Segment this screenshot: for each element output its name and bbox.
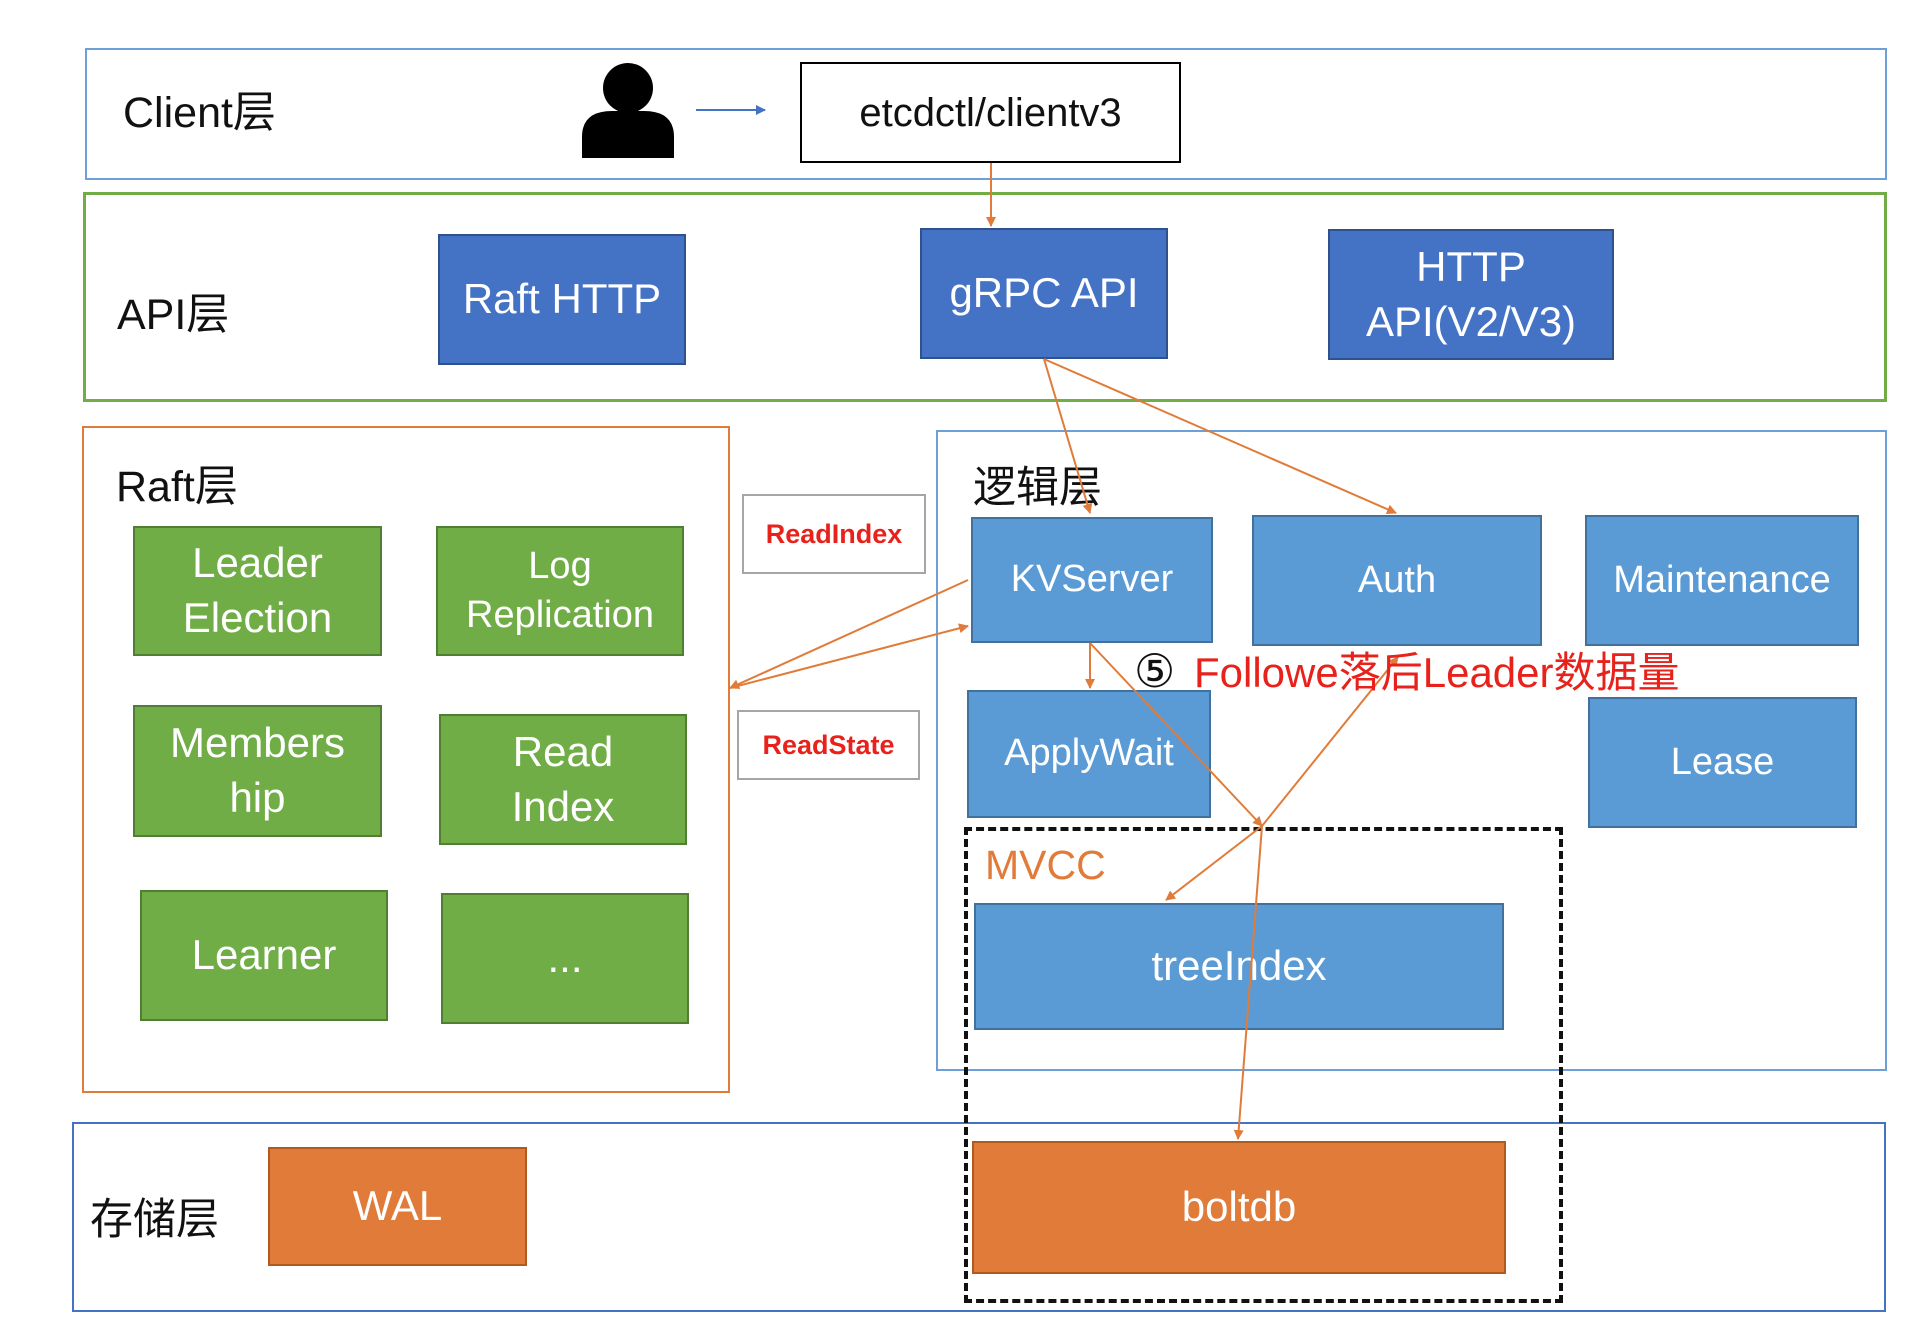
- raft-module-learner: Learner: [140, 890, 388, 1021]
- logic-layer-label: 逻辑层: [973, 464, 1102, 512]
- raft-layer-label: Raft层: [116, 463, 238, 511]
- applywait-box: ApplyWait: [967, 690, 1211, 818]
- step-number-icon: ⑤: [1134, 644, 1176, 698]
- logic-layer: [936, 430, 1887, 1071]
- storage-layer: [72, 1122, 1886, 1312]
- annotation-text: Followe落后Leader数据量: [1194, 649, 1680, 696]
- maintenance-box: Maintenance: [1585, 515, 1859, 646]
- readindex-tag: ReadIndex: [742, 494, 926, 574]
- wal-box: WAL: [268, 1147, 527, 1266]
- api-layer-label: API层: [117, 291, 230, 339]
- client-layer: [85, 48, 1887, 180]
- kvserver-box: KVServer: [971, 517, 1213, 643]
- raft-module-membership: Members hip: [133, 705, 382, 837]
- etcdctl-clientv3-box: etcdctl/clientv3: [800, 62, 1181, 163]
- raft-module-leader-election: Leader Election: [133, 526, 382, 656]
- auth-box: Auth: [1252, 515, 1542, 646]
- raft-http-box: Raft HTTP: [438, 234, 686, 365]
- readstate-tag: ReadState: [737, 710, 920, 780]
- raft-module-read-index: Read Index: [439, 714, 687, 845]
- storage-layer-label: 存储层: [90, 1196, 219, 1244]
- mvcc-label: MVCC: [985, 842, 1106, 888]
- annotation-step-5: ⑤: [1134, 648, 1175, 694]
- http-api-box: HTTP API(V2/V3): [1328, 229, 1614, 360]
- arrow-kvserver-to-raft: [729, 579, 969, 689]
- raft-module-more: ...: [441, 893, 689, 1024]
- treeindex-box: treeIndex: [974, 903, 1504, 1030]
- lease-box: Lease: [1588, 697, 1857, 828]
- client-layer-label: Client层: [123, 89, 276, 137]
- raft-module-log-replication: Log Replication: [436, 526, 684, 656]
- mvcc-region: [964, 827, 1563, 1303]
- api-layer: [83, 192, 1887, 402]
- arrow-raft-to-kvserver: [729, 623, 969, 689]
- boltdb-box: boltdb: [972, 1141, 1506, 1274]
- raft-layer: [82, 426, 730, 1093]
- grpc-api-box: gRPC API: [920, 228, 1168, 359]
